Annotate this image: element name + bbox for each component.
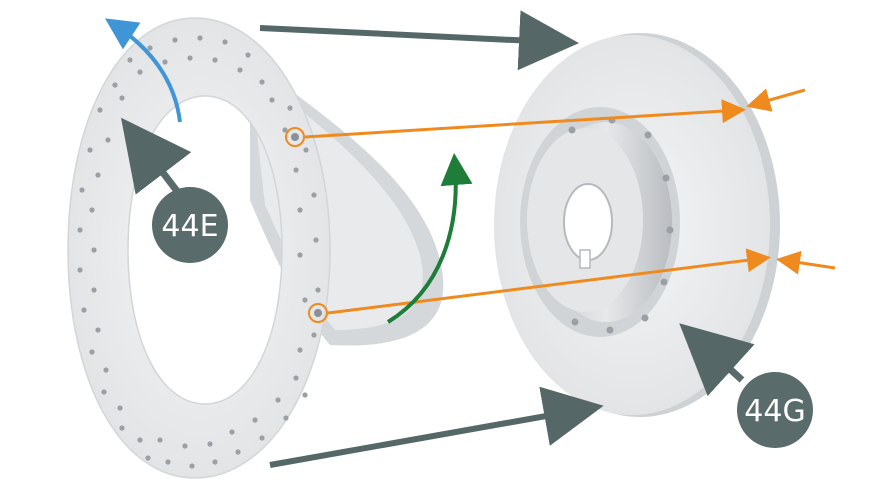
circle-marker-icon <box>285 127 305 147</box>
callout-44g-pointer <box>679 323 755 397</box>
disc-44g-bolts <box>568 116 674 334</box>
callout-44e-label: 44E <box>161 209 218 244</box>
disc-44e-drill-holes <box>77 35 321 469</box>
circle-marker-icon <box>308 303 328 323</box>
disc-44e-pin-hole-top <box>291 133 299 141</box>
brake-disc-44g <box>494 33 780 417</box>
arrow-icon <box>259 10 579 71</box>
callout-44g: 44G <box>679 323 813 448</box>
drilled-disc-44e <box>67 17 444 479</box>
callout-44g-badge <box>737 372 813 448</box>
arrow-icon <box>746 88 806 112</box>
disc-44g-keyway <box>579 249 591 269</box>
disc-44e-pin-hole-bottom <box>314 309 322 317</box>
arrow-icon <box>776 250 836 275</box>
callout-44e: 44E <box>121 117 228 263</box>
disc-44g-center-hole <box>563 183 613 261</box>
curved-arrow-icon <box>104 18 182 123</box>
arrow-icon <box>327 248 771 315</box>
arrow-icon <box>269 386 604 468</box>
curved-arrow-icon <box>386 153 473 324</box>
callout-44e-pointer <box>121 117 192 198</box>
callout-44e-badge <box>152 187 228 263</box>
arrow-icon <box>304 99 746 139</box>
callout-44g-label: 44G <box>744 394 805 429</box>
